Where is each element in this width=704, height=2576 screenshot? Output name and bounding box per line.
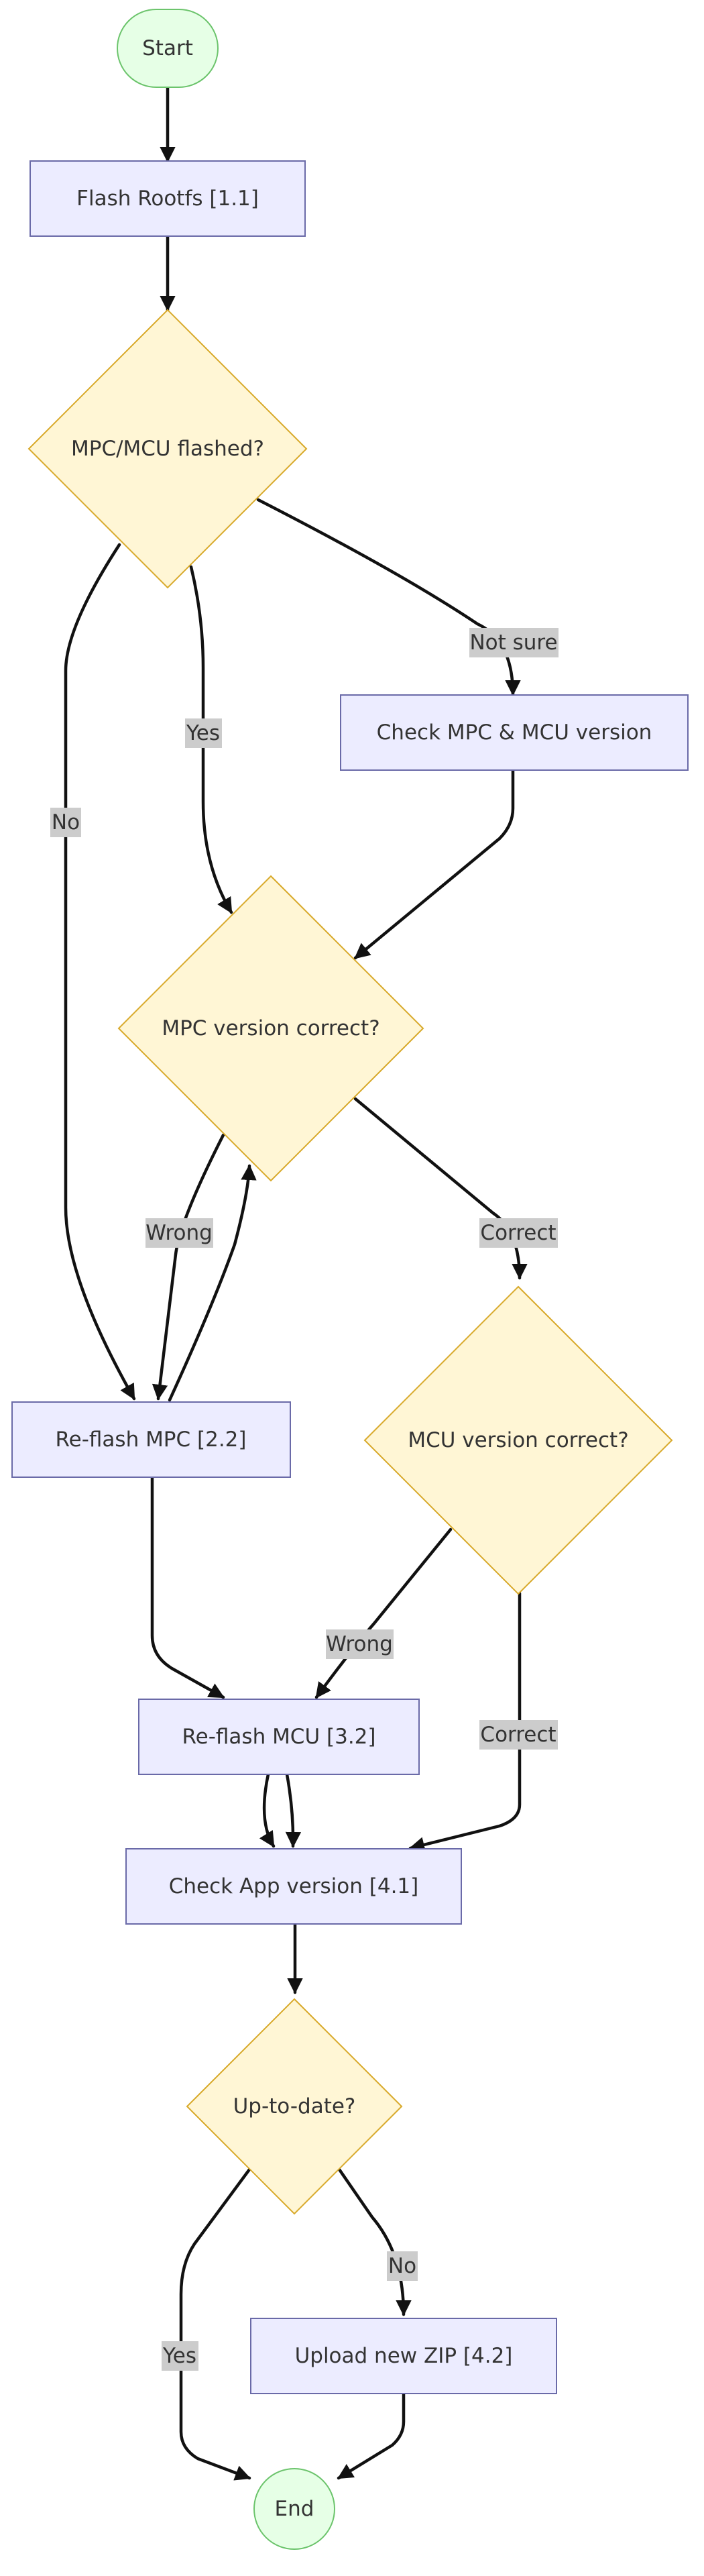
edge-mcu-correct-wrong xyxy=(314,1527,453,1699)
reflash-mpc-node: Re-flash MPC [2.2] xyxy=(11,1401,291,1478)
edge-label-wrong-mpc-text: Wrong xyxy=(145,1221,213,1245)
reflash-mcu-node: Re-flash MCU [3.2] xyxy=(138,1699,420,1775)
edge-label-not-sure-text: Not sure xyxy=(469,631,557,655)
up-to-date-decision-label: Up-to-date? xyxy=(233,2094,356,2118)
edge-label-wrong-mcu-text: Wrong xyxy=(326,1632,393,1656)
edge-upload-zip-to-end xyxy=(337,2392,406,2480)
edge-label-no-2: No xyxy=(387,2251,418,2281)
mpc-mcu-flashed-decision: MPC/MCU flashed? xyxy=(27,309,308,589)
edge-label-wrong-mpc: Wrong xyxy=(145,1218,213,1248)
edge-reflash-mcu-to-check-app-a xyxy=(259,1772,276,1848)
edge-label-no-1: No xyxy=(50,808,81,837)
edge-check-version-to-mpc-correct xyxy=(353,768,515,960)
edge-label-yes-2: Yes xyxy=(162,2341,198,2371)
up-to-date-decision: Up-to-date? xyxy=(186,1998,403,2215)
edge-label-yes-1: Yes xyxy=(185,718,222,748)
edge-label-yes-2-text: Yes xyxy=(162,2344,196,2368)
edge-up-to-date-yes xyxy=(179,2167,251,2481)
edge-reflash-mpc-to-mpc-correct xyxy=(168,1164,257,1402)
end-node-label: End xyxy=(275,2497,314,2521)
edge-reflash-mpc-to-reflash-mcu xyxy=(150,1475,225,1699)
edge-mpc-mcu-flashed-no xyxy=(64,543,136,1401)
edge-label-no-2-text: No xyxy=(388,2254,416,2278)
mpc-version-correct-decision: MPC version correct? xyxy=(117,875,424,1182)
edge-label-not-sure: Not sure xyxy=(469,628,559,657)
edge-label-correct-mcu-text: Correct xyxy=(480,1723,556,1747)
edge-reflash-mcu-to-check-app-b xyxy=(285,1772,302,1848)
edge-mpc-mcu-flashed-not-sure xyxy=(256,498,521,696)
check-app-version-node: Check App version [4.1] xyxy=(125,1848,462,1925)
edge-label-correct-mcu: Correct xyxy=(479,1720,558,1750)
check-app-version-node-label: Check App version [4.1] xyxy=(169,1874,419,1898)
start-node-label: Start xyxy=(142,36,193,60)
edge-label-wrong-mcu: Wrong xyxy=(326,1629,394,1659)
mcu-version-correct-decision: MCU version correct? xyxy=(363,1285,673,1595)
edge-label-yes-1-text: Yes xyxy=(186,721,220,745)
edge-mpc-correct-wrong xyxy=(152,1133,225,1401)
reflash-mcu-node-label: Re-flash MCU [3.2] xyxy=(182,1725,375,1749)
edge-mpc-mcu-flashed-yes xyxy=(189,565,233,914)
edge-label-correct-mpc-text: Correct xyxy=(480,1221,556,1245)
upload-zip-node: Upload new ZIP [4.2] xyxy=(250,2318,557,2394)
edge-mcu-correct-correct xyxy=(408,1591,522,1853)
edge-label-correct-mpc: Correct xyxy=(479,1218,558,1248)
edge-up-to-date-no xyxy=(337,2167,412,2316)
upload-zip-node-label: Upload new ZIP [4.2] xyxy=(295,2344,513,2368)
end-node: End xyxy=(253,2468,335,2550)
start-node: Start xyxy=(117,9,219,88)
check-mpc-mcu-version-node: Check MPC & MCU version xyxy=(340,694,689,771)
reflash-mpc-node-label: Re-flash MPC [2.2] xyxy=(55,1428,246,1452)
mpc-mcu-flashed-decision-label: MPC/MCU flashed? xyxy=(71,437,264,461)
flash-rootfs-node: Flash Rootfs [1.1] xyxy=(30,160,306,237)
mcu-version-correct-decision-label: MCU version correct? xyxy=(408,1428,628,1452)
flash-rootfs-node-label: Flash Rootfs [1.1] xyxy=(76,186,259,211)
check-mpc-mcu-version-node-label: Check MPC & MCU version xyxy=(377,720,652,745)
mpc-version-correct-decision-label: MPC version correct? xyxy=(162,1016,379,1040)
edge-label-no-1-text: No xyxy=(52,810,80,835)
edge-mpc-correct-correct xyxy=(353,1097,528,1280)
